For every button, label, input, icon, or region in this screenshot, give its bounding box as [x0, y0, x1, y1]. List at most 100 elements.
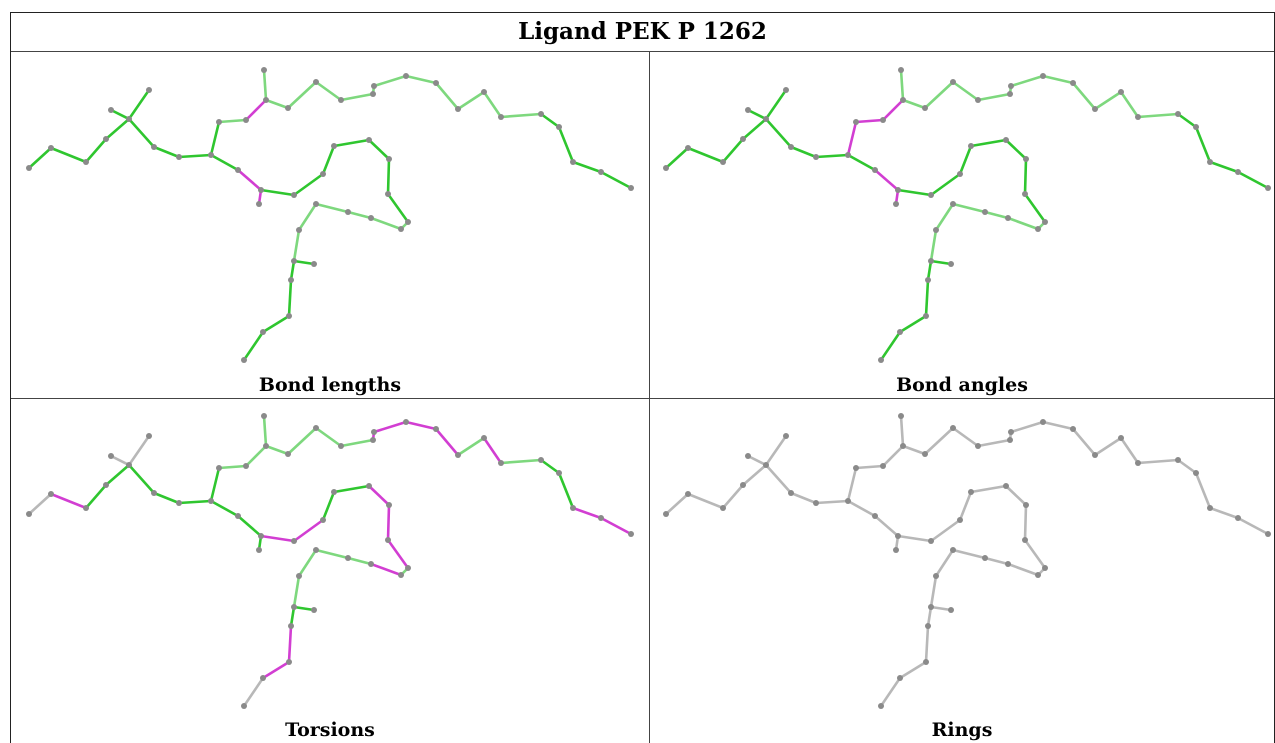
bond: [499, 112, 543, 119]
atom: [598, 515, 604, 521]
bond: [923, 426, 955, 456]
bond: [951, 548, 987, 560]
atom: [893, 547, 899, 553]
bond: [599, 170, 633, 190]
atom: [263, 443, 269, 449]
atom: [957, 517, 963, 523]
atom: [403, 73, 409, 79]
bond: [983, 210, 1010, 220]
bond: [1176, 458, 1198, 475]
bond: [926, 259, 933, 282]
bond: [686, 492, 725, 510]
bond: [789, 491, 818, 505]
atom: [1193, 470, 1199, 476]
atom: [922, 105, 928, 111]
bond: [84, 483, 108, 510]
atom: [1007, 91, 1013, 97]
bond: [721, 483, 745, 510]
atom: [933, 227, 939, 233]
torsions-caption: Torsions: [285, 719, 375, 741]
atom: [370, 91, 376, 97]
atom: [570, 505, 576, 511]
bond: [846, 499, 877, 518]
bond: [571, 160, 603, 174]
atom: [923, 659, 929, 665]
atom: [263, 97, 269, 103]
atom: [1003, 137, 1009, 143]
title-divider: [11, 51, 1274, 52]
bond: [746, 454, 768, 467]
atom: [897, 675, 903, 681]
atom: [1235, 169, 1241, 175]
bond: [386, 157, 391, 196]
bond: [1136, 458, 1180, 465]
atom: [331, 143, 337, 149]
atom: [1040, 73, 1046, 79]
bond: [27, 146, 53, 170]
atom: [256, 547, 262, 553]
atom: [663, 511, 669, 517]
bond: [259, 188, 296, 197]
atom: [948, 261, 954, 267]
bond: [879, 676, 902, 708]
bond: [482, 436, 503, 465]
atom: [433, 80, 439, 86]
atom: [900, 97, 906, 103]
bond: [901, 444, 927, 456]
bond: [1208, 160, 1240, 174]
bond: [367, 484, 391, 507]
bond: [434, 81, 460, 111]
bond: [1236, 516, 1270, 536]
bond: [27, 492, 53, 516]
bond: [104, 117, 131, 141]
atom: [296, 573, 302, 579]
atom: [48, 491, 54, 497]
bond: [958, 490, 973, 522]
bond: [741, 463, 768, 487]
bond: [369, 216, 403, 231]
bond: [1119, 436, 1140, 465]
bond: [292, 228, 301, 263]
bond: [127, 434, 151, 467]
atom: [923, 313, 929, 319]
figure-title: Ligand PEK P 1262: [518, 18, 767, 45]
atom: [126, 116, 132, 122]
figure-frame: Ligand PEK P 1262 Bond lengths Bond angl…: [10, 12, 1275, 743]
atom: [982, 209, 988, 215]
atom: [1135, 460, 1141, 466]
bond: [264, 444, 290, 456]
bond: [456, 436, 486, 457]
bond: [209, 499, 240, 518]
bond: [1009, 74, 1045, 88]
bond: [346, 556, 373, 566]
bond: [289, 259, 296, 282]
bond: [404, 420, 438, 431]
atom: [872, 167, 878, 173]
atom: [320, 171, 326, 177]
bond: [217, 118, 248, 124]
atom: [291, 604, 297, 610]
atom: [176, 154, 182, 160]
atom: [813, 500, 819, 506]
bond: [789, 145, 818, 159]
bond: [557, 471, 575, 510]
bond-angles-structure: [663, 67, 1271, 363]
bond: [109, 454, 131, 467]
atom: [783, 87, 789, 93]
bond: [746, 108, 768, 121]
bond: [929, 574, 938, 609]
bond: [286, 426, 318, 456]
bond: [764, 88, 788, 121]
bond: [1006, 562, 1040, 577]
bond: [934, 202, 955, 232]
bond: [236, 514, 263, 538]
atom: [720, 159, 726, 165]
atom: [538, 457, 544, 463]
bond: [209, 466, 221, 503]
atom: [763, 462, 769, 468]
atom: [26, 165, 32, 171]
bond: [976, 92, 1012, 102]
atom: [556, 470, 562, 476]
bond: [386, 503, 391, 542]
bond: [929, 172, 962, 197]
